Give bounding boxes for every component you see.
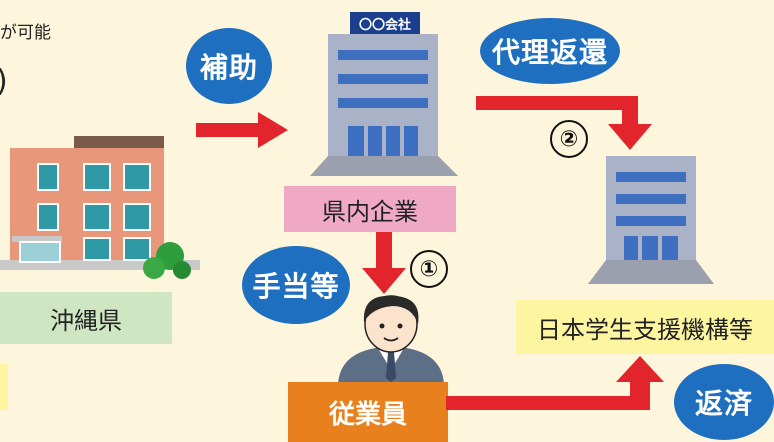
- proxy-repay-bubble: 代理返還: [480, 18, 620, 84]
- repay-bubble: 返済: [674, 364, 774, 440]
- step-two-number: ②: [550, 120, 588, 158]
- company-building-icon: [310, 12, 458, 176]
- partial-yellow-box: [0, 364, 8, 410]
- subsidy-bubble: 補助: [186, 28, 272, 104]
- company-label: 県内企業: [284, 186, 456, 232]
- partial-paren: ): [0, 64, 8, 99]
- proxy-repay-arrow: [476, 96, 652, 150]
- jasso-building-icon: [588, 156, 714, 284]
- okinawa-label: 沖縄県: [0, 292, 172, 344]
- partial-top-text: が可能: [0, 23, 51, 43]
- company-sign: 〇〇会社: [358, 18, 411, 33]
- allowance-arrow: [362, 232, 406, 294]
- step-one-number: ①: [410, 250, 448, 288]
- employee-label: 従業員: [288, 382, 448, 442]
- employee-person-icon: [338, 295, 444, 384]
- repay-arrow: [446, 356, 664, 410]
- jasso-label: 日本学生支援機構等: [516, 300, 774, 354]
- allowance-bubble: 手当等: [242, 246, 350, 324]
- subsidy-arrow: [196, 112, 288, 148]
- okinawa-building-icon: [0, 136, 200, 279]
